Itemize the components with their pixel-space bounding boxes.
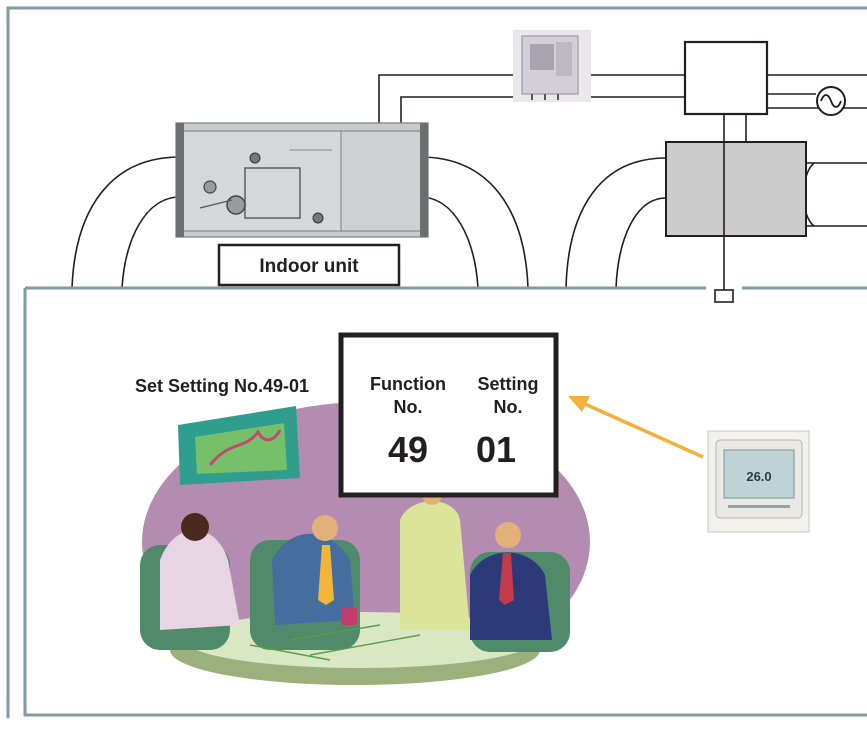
left-inlet-duct: [71, 156, 181, 289]
indoor-unit: [175, 122, 429, 238]
left-outlet-duct: [419, 156, 529, 289]
indoor-unit-wiring: [378, 74, 867, 132]
indoor-unit-label: Indoor unit: [259, 256, 359, 277]
setting-no-header-line1: Setting: [478, 374, 539, 394]
callout-arrow: [568, 396, 704, 459]
function-no-header-line2: No.: [394, 397, 423, 417]
settings-panel: [23, 286, 867, 717]
right-inlet-duct: [565, 157, 667, 289]
setting-instruction: Set Setting No.49-01: [135, 376, 309, 396]
function-no-value: 49: [388, 429, 428, 470]
right-unit-body: [665, 141, 807, 237]
remote-controller-icon: 26.0: [707, 430, 810, 533]
relay-icon: [513, 30, 591, 102]
control-box: [683, 40, 769, 116]
setting-no-value: 01: [476, 429, 516, 470]
setting-no-header-line2: No.: [494, 397, 523, 417]
function-no-header-line1: Function: [370, 374, 446, 394]
indoor-unit-label-box: Indoor unit: [217, 243, 401, 287]
sensor-wire: [714, 142, 734, 303]
right-outlet-duct: [802, 162, 867, 227]
outer-frame: [6, 6, 867, 718]
ac-source-icon: [816, 86, 846, 116]
remote-screen-reading: 26.0: [746, 469, 771, 484]
controller-display: Function No. Setting No. 49 01: [338, 332, 559, 498]
power-supply-wiring: [723, 93, 867, 142]
